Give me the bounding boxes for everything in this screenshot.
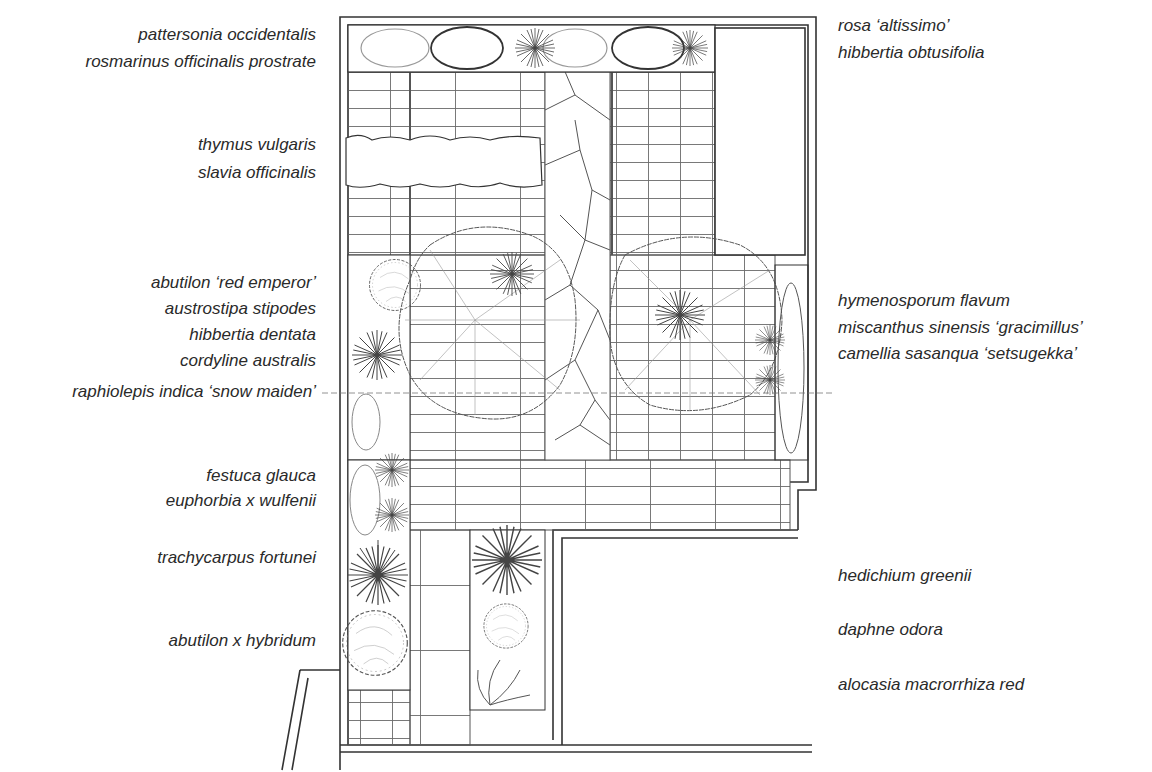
plant-label: austrostipa stipodes <box>165 299 316 319</box>
plant-label: alocasia macrorrhiza red <box>838 675 1024 695</box>
plant-label: hibbertia dentata <box>189 325 316 345</box>
planting-bed <box>470 525 545 710</box>
plant-label: daphne odora <box>838 620 943 640</box>
plant-label: festuca glauca <box>206 466 316 486</box>
plant-label: abutilon x hybridum <box>169 631 316 651</box>
plant-label: thymus vulgaris <box>198 135 316 155</box>
planting-bed <box>348 255 421 460</box>
plant-label: pattersonia occidentalis <box>138 25 316 45</box>
planting-bed <box>755 265 808 460</box>
plant-label: rosmarinus officinalis prostrate <box>85 52 316 72</box>
plant-label: miscanthus sinensis ‘gracimillus’ <box>838 318 1083 338</box>
plant-label: hymenosporum flavum <box>838 291 1010 311</box>
section-line <box>322 393 835 394</box>
plant-label: slavia officinalis <box>198 163 316 183</box>
plant-label: abutilon ‘red emperor’ <box>151 273 316 293</box>
plant-label: raphiolepis indica ‘snow maiden’ <box>72 382 316 402</box>
herb-bed <box>346 135 542 187</box>
plant-label: cordyline australis <box>180 351 316 371</box>
planting-bed <box>343 453 410 690</box>
plant-label: trachycarpus fortunei <box>157 548 316 568</box>
tree-canopy <box>399 227 782 419</box>
plant-label: euphorbia x wulfenii <box>166 491 316 511</box>
plant-label: rosa ‘altissimo’ <box>838 16 949 36</box>
plant-label: hibbertia obtusifolia <box>838 43 984 63</box>
stone-path <box>545 60 610 460</box>
boundary-wall <box>282 17 816 770</box>
plant-label: hedichium greenii <box>838 566 971 586</box>
plant-label: camellia sasanqua ‘setsugekka’ <box>838 344 1077 364</box>
